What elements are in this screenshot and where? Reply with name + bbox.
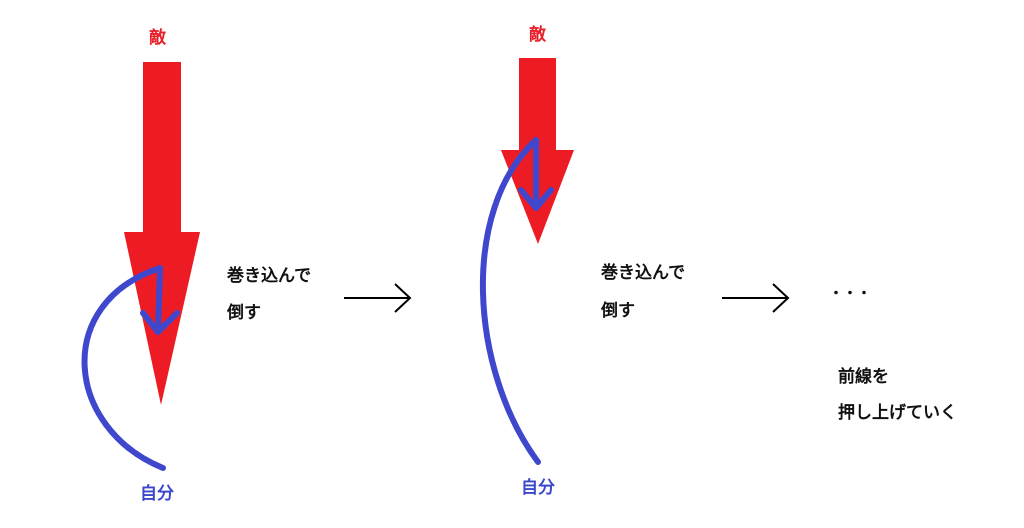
caption-3-line2: 押し上げていく <box>838 403 957 423</box>
ellipsis: ・・・ <box>829 286 871 302</box>
caption-2-line1: 巻き込んで <box>601 263 686 283</box>
step-arrow-2 <box>722 283 790 313</box>
enemy-arrow-1 <box>124 62 200 405</box>
self-label-1: 自分 <box>140 484 174 504</box>
self-label-2: 自分 <box>521 478 555 498</box>
step-arrow-1 <box>344 283 412 313</box>
enemy-label-1: 敵 <box>149 28 166 48</box>
self-curve-arrow-1 <box>81 265 180 471</box>
caption-2-line2: 倒す <box>601 301 635 321</box>
enemy-label-2: 敵 <box>529 25 546 45</box>
caption-1-line1: 巻き込んで <box>227 266 312 286</box>
caption-3-line1: 前線を <box>838 367 889 387</box>
caption-1-line2: 倒す <box>227 303 261 323</box>
self-curve-arrow-2 <box>480 137 554 465</box>
